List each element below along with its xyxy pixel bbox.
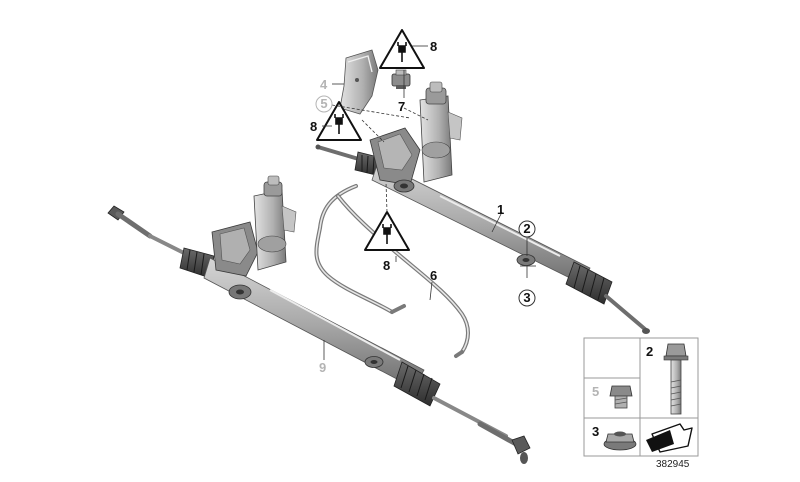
callout-fluid-line: 6 bbox=[430, 268, 437, 283]
callout-bolt: 2 bbox=[523, 221, 530, 236]
reference-number: 382945 bbox=[656, 459, 690, 470]
callout-warning-bottom: 8 bbox=[383, 258, 390, 273]
heat-shield bbox=[339, 49, 379, 115]
callout-connector: 7 bbox=[398, 99, 405, 114]
callout-heat-shield: 4 bbox=[320, 77, 328, 92]
callout-warning-left: 8 bbox=[310, 119, 317, 134]
fluid-line bbox=[314, 184, 470, 358]
callout-rack-main: 1 bbox=[497, 202, 504, 217]
callout-labels: 1 2 3 4 5 6 7 8 8 8 9 bbox=[310, 39, 536, 375]
legend-nut: 3 bbox=[592, 424, 637, 451]
callout-warning-top: 8 bbox=[430, 39, 437, 54]
callout-rack-alt: 9 bbox=[319, 360, 326, 375]
electrical-connector bbox=[391, 69, 411, 89]
warning-triangle-top bbox=[379, 29, 425, 69]
callout-clip: 5 bbox=[320, 96, 327, 111]
leader-lines bbox=[322, 45, 536, 360]
legend-nut-label: 3 bbox=[592, 424, 599, 439]
callout-nut: 3 bbox=[523, 290, 530, 305]
warning-triangle-bottom bbox=[364, 211, 410, 251]
direction-arrow-icon bbox=[646, 423, 693, 453]
legend-bolt: 2 bbox=[646, 343, 689, 415]
steering-rack-main bbox=[315, 81, 650, 334]
legend-bolt-label: 2 bbox=[646, 344, 653, 359]
steering-rack-alt bbox=[107, 175, 531, 464]
parts-legend: 2 5 3 bbox=[583, 337, 699, 457]
callout-clip-circle bbox=[315, 95, 333, 113]
callout-nut-circle bbox=[518, 289, 536, 307]
warning-triangle-left bbox=[316, 101, 362, 141]
legend-clip: 5 bbox=[592, 384, 633, 409]
legend-clip-label: 5 bbox=[592, 384, 599, 399]
callout-bolt-circle bbox=[518, 220, 536, 238]
